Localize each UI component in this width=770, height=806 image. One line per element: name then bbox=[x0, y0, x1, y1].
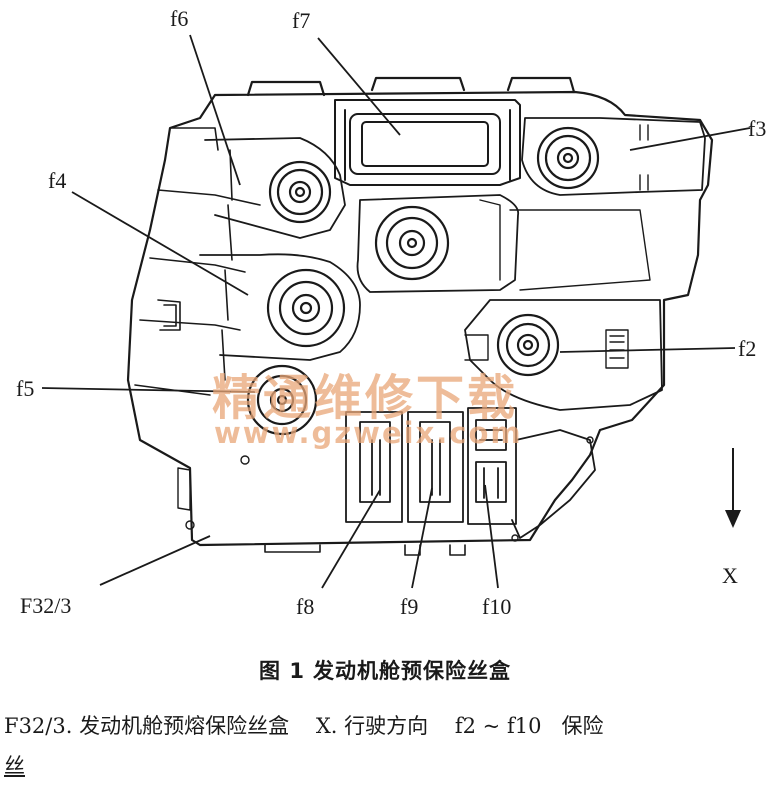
figure-title: 发动机舱预保险丝盒 bbox=[312, 659, 511, 683]
bolt-f4 bbox=[266, 268, 346, 348]
f2-terminal bbox=[605, 329, 629, 369]
center-block bbox=[356, 194, 520, 293]
legend-x-desc: 行驶方向 bbox=[344, 714, 429, 738]
legend-f32-desc: 发动机舱预熔保险丝盒 bbox=[79, 714, 290, 738]
fuse-f8 bbox=[345, 411, 403, 523]
f3-bracket bbox=[521, 117, 706, 196]
bolt-f2 bbox=[496, 313, 560, 377]
label-f8: f8 bbox=[296, 594, 314, 619]
bolt-center bbox=[374, 205, 450, 281]
legend-f32-key: F32/3. bbox=[4, 714, 73, 738]
left-panel-ribs bbox=[134, 127, 261, 396]
legend-range-desc: 保险 bbox=[561, 714, 604, 738]
legend-x-key: X. bbox=[315, 714, 338, 738]
fuse-f7 bbox=[334, 99, 521, 186]
label-f3: f3 bbox=[748, 116, 766, 141]
f6-bracket bbox=[204, 137, 346, 239]
figure-number: 图 1 bbox=[259, 659, 305, 683]
top-mounting-tabs bbox=[246, 76, 576, 97]
label-f5: f5 bbox=[16, 376, 34, 401]
bolt-f5 bbox=[246, 364, 318, 436]
legend-range-desc-cont: 丝 bbox=[4, 754, 25, 778]
label-f6: f6 bbox=[170, 6, 188, 31]
leader-lines bbox=[41, 34, 751, 589]
bolt-f6 bbox=[268, 160, 332, 224]
watermark-url: www.gzweix.com bbox=[214, 416, 523, 450]
label-f9: f9 bbox=[400, 594, 418, 619]
bolt-f3 bbox=[536, 126, 600, 190]
figure-caption: 图 1 发动机舱预保险丝盒 bbox=[0, 655, 770, 685]
fuse-f10 bbox=[467, 407, 517, 525]
direction-arrow bbox=[725, 448, 741, 528]
legend-range-key: f2 ~ f10 bbox=[454, 714, 542, 738]
lower-right-bracket bbox=[511, 429, 596, 539]
label-f32: F32/3 bbox=[20, 593, 71, 618]
label-f10: f10 bbox=[482, 594, 511, 619]
watermark-title: 精通维修下载 bbox=[212, 370, 518, 426]
fuse-box-diagram: 精通维修下载 www.gzweix.com f6 f7 f3 f4 f2 f5 … bbox=[16, 6, 766, 619]
fuse-f9 bbox=[407, 411, 464, 523]
label-f7: f7 bbox=[292, 8, 310, 33]
fuse-box-housing bbox=[126, 90, 714, 547]
label-f2: f2 bbox=[738, 336, 756, 361]
label-f4: f4 bbox=[48, 168, 66, 193]
f2-bracket bbox=[464, 299, 663, 411]
f4-bracket bbox=[199, 253, 361, 361]
label-x: X bbox=[722, 563, 738, 588]
figure-legend: F32/3. 发动机舱预熔保险丝盒 X. 行驶方向 f2 ~ f10 保险 丝 bbox=[4, 706, 766, 786]
